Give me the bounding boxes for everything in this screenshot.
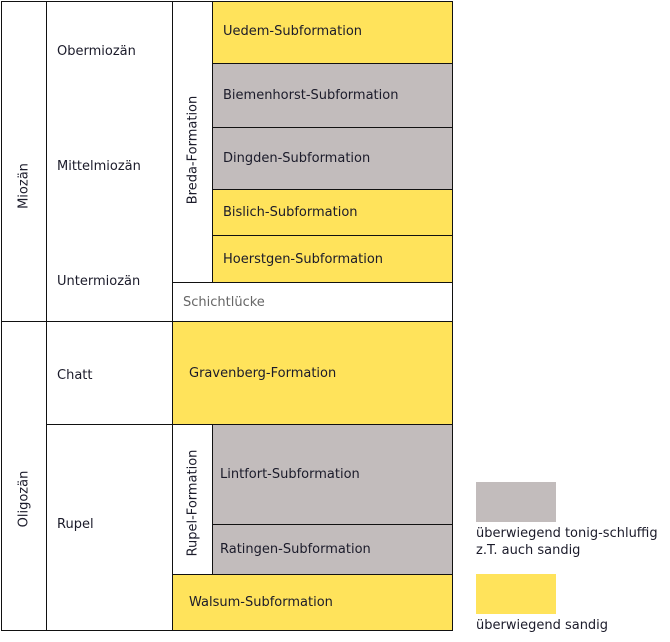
unit-gravenberg: Gravenberg-Formation [172, 321, 453, 425]
epoch-oligozaen-cell: Oligozän [1, 321, 47, 631]
epoch-label: Oligozän [16, 470, 32, 528]
unit-label: Hoerstgen-Subformation [223, 251, 384, 267]
legend-swatch-clayey [476, 482, 556, 522]
unit-bislich: Bislich-Subformation [212, 189, 453, 236]
stage-chatt-cell: Chatt [46, 321, 173, 425]
stage-rupel-cell: Rupel [46, 424, 173, 631]
unit-uedem: Uedem-Subformation [212, 1, 453, 64]
legend-label: z.T. auch sandig [476, 543, 581, 558]
unit-biemenhorst: Biemenhorst-Subformation [212, 63, 453, 128]
formation-label: Breda-Formation [185, 95, 201, 205]
formation-label: Rupel-Formation [185, 449, 201, 557]
unit-walsum: Walsum-Subformation [172, 574, 453, 631]
stage-label: Obermiozän [57, 44, 136, 59]
stage-label: Mittelmiozän [57, 159, 141, 174]
unit-label: Bislich-Subformation [223, 205, 358, 220]
unit-ratingen: Ratingen-Subformation [212, 524, 453, 575]
legend-label: überwiegend sandig [476, 618, 609, 633]
unit-label: Ratingen-Subformation [220, 542, 371, 557]
stage-label: Untermiozän [57, 274, 141, 289]
legend-label: überwiegend tonig-schluffig [476, 526, 658, 541]
unit-label: Gravenberg-Formation [189, 365, 337, 381]
unit-label: Walsum-Subformation [189, 595, 333, 610]
breda-formation-cell: Breda-Formation [172, 1, 213, 283]
epoch-label: Miozän [16, 163, 32, 209]
unit-label: Dingden-Subformation [223, 151, 371, 166]
unit-label: Uedem-Subformation [223, 24, 363, 39]
rupel-formation-cell: Rupel-Formation [172, 424, 213, 575]
unit-label: Schichtlücke [183, 294, 265, 310]
unit-label: Biemenhorst-Subformation [223, 88, 399, 103]
stage-label: Chatt [57, 368, 93, 383]
unit-hoerstgen: Hoerstgen-Subformation [212, 235, 453, 283]
unit-schichtluecke: Schichtlücke [172, 282, 453, 322]
stage-miozaen-cell: Obermiozän Mittelmiozän Untermiozän [46, 1, 173, 322]
stage-label: Rupel [57, 517, 94, 532]
epoch-miozaen-cell: Miozän [1, 1, 47, 322]
unit-lintfort: Lintfort-Subformation [212, 424, 453, 525]
legend-swatch-sandy [476, 574, 556, 614]
unit-label: Lintfort-Subformation [220, 467, 360, 482]
unit-dingden: Dingden-Subformation [212, 127, 453, 190]
